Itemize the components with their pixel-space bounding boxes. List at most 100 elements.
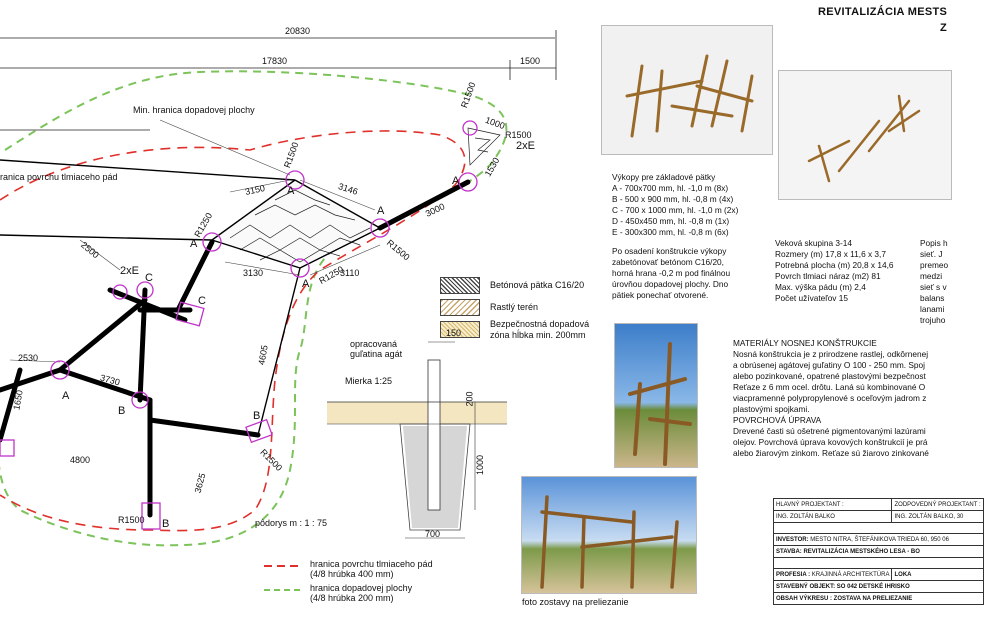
legend-swatch-concrete xyxy=(440,277,480,294)
materials-line: a obrúsenej agátovej guľatiny O 100 - 25… xyxy=(733,360,925,370)
materials-line: Reťaze z 6 mm ocel. drôtu. Laná sú kombi… xyxy=(733,382,926,392)
node-label-a2: A xyxy=(190,238,198,250)
tb-obsah: OBSAH VÝKRESU : ZOSTAVA NA PRELIEZANIE xyxy=(773,592,984,605)
section-dim-150: 150 xyxy=(446,328,462,338)
tb-main-designer: ING. ZOLTÁN BALKO xyxy=(772,510,893,523)
node-label-b2: B xyxy=(253,410,261,422)
play-photo-2 xyxy=(521,476,697,594)
surface-line: olejov. Povrchová úprava kovových konštr… xyxy=(733,437,928,447)
dim-inner: 17830 xyxy=(262,56,288,66)
dim-4800: 4800 xyxy=(70,455,91,465)
impact-area-label: Min. hranica dopadovej plochy xyxy=(133,105,255,115)
x2e-label-left: 2xE xyxy=(120,265,139,277)
tb-objekt: STAVEBNÝ OBJEKT: SO 042 DETSKÉ IHRISKO xyxy=(773,580,984,593)
legend-green-2: (4/8 hrúbka 200 mm) xyxy=(310,593,394,603)
node-label-a5: A xyxy=(452,175,460,187)
dim-right: 1500 xyxy=(520,56,541,66)
tb-resp-designer: ING. ZOLTÁN BALKO, 30 xyxy=(891,510,984,523)
materials-line: viacpramenné polypropylenové s oceľovým … xyxy=(733,393,927,403)
legend-red-2: (4/8 hrúbka 400 mm) xyxy=(310,569,394,579)
render-photo-1 xyxy=(601,25,773,155)
description-block: Popis h sieť. J premeo medzi sieť s v ba… xyxy=(920,238,948,326)
surface-line: Drevené časti sú ošetrené pigmentovanými… xyxy=(733,426,926,436)
spec-line: Rozmery (m) 17,8 x 11,6 x 3,7 xyxy=(775,249,886,259)
spec-line: Počet užívateľov 15 xyxy=(775,293,848,303)
legend-safety-2: zóna hĺbka min. 200mm xyxy=(490,330,586,340)
surface-line: alebo žiarovým zinkom. Reťaze sú žiarovo… xyxy=(733,448,929,458)
tb-spacer xyxy=(773,522,984,534)
drawing-subtitle: Z xyxy=(940,22,948,34)
desc-line: medzi xyxy=(920,271,943,281)
legend-lines xyxy=(264,565,300,591)
dim-3110: 3110 xyxy=(340,268,360,278)
dim-2530: 2530 xyxy=(18,353,39,363)
node-label-a4: A xyxy=(377,205,385,217)
tb-main-designer-label: HLAVNÝ PROJEKTANT : xyxy=(772,498,893,511)
tb-stavba: STAVBA: REVITALIZÁCIA MESTSKÉHO LESA - B… xyxy=(773,545,984,558)
excavation-line: D - 450x450 mm, hl. -0,8 m (1x) xyxy=(612,216,730,226)
drawing-title: REVITALIZÁCIA MESTS xyxy=(818,6,948,18)
node-label-c1: C xyxy=(145,272,153,284)
desc-line: lanami xyxy=(920,304,945,314)
dim-3130: 3130 xyxy=(243,268,264,278)
legend-swatch-safety xyxy=(440,321,480,338)
section-dim-200: 200 xyxy=(464,391,475,407)
node-label-a6: A xyxy=(62,390,70,402)
dim-r1500-a: R1500 xyxy=(505,130,532,140)
excavation-line: A - 700x700 mm, hl. -1,0 m (8x) xyxy=(612,183,729,193)
excavation-note: Po osadení konštrukcie výkopy xyxy=(612,246,727,256)
excavation-line: C - 700 x 1000 mm, hl. -1,0 m (2x) xyxy=(612,205,739,215)
legend-green-1: hranica dopadovej plochy xyxy=(310,583,413,593)
node-label-b3: B xyxy=(162,518,170,530)
section-label-2: guľatina agát xyxy=(350,349,403,359)
materials-block: MATERIÁLY NOSNEJ KONŠTRUKCIE Nosná konšt… xyxy=(733,338,929,459)
desc-line: sieť s v xyxy=(920,282,947,292)
render-photo-2 xyxy=(778,70,952,200)
legend-red-1: hranica povrchu tlmiaceho pád xyxy=(310,559,433,569)
footing-section xyxy=(327,341,507,539)
desc-line: sieť. J xyxy=(920,249,943,259)
dim-r1500-f: R1500 xyxy=(118,515,145,525)
section-dim-1000: 1000 xyxy=(475,454,486,476)
surface-heading: POVRCHOVÁ ÚPRAVA xyxy=(733,415,822,425)
node-label-a3: A xyxy=(302,278,310,290)
desc-line: trojuho xyxy=(920,315,946,325)
section-scale: Mierka 1:25 xyxy=(345,376,393,386)
excavation-note: zabetónovať betónom C16/20, xyxy=(612,257,724,267)
surface-label: ranica povrchu tlmiaceho pád xyxy=(0,172,118,182)
spec-line: Potrebná plocha (m) 20,8 x 14,6 xyxy=(775,260,894,270)
dim-total: 20830 xyxy=(285,26,311,36)
materials-line: plastovými spojkami. xyxy=(733,404,810,414)
play-photo-1 xyxy=(614,323,698,468)
section-dim-700: 700 xyxy=(425,529,441,539)
excavation-heading: Výkopy pre základové pätky xyxy=(612,172,716,182)
spec-line: Povrch tlmiaci náraz (m2) 81 xyxy=(775,271,881,281)
photo-caption: foto zostavy na preliezanie xyxy=(522,597,629,607)
excavation-line: B - 500 x 900 mm, hl. -0,8 m (4x) xyxy=(612,194,734,204)
tb-resp-designer-label: ZODPOVEDNÝ PROJEKTANT : xyxy=(891,498,984,511)
tb-spacer xyxy=(773,557,984,569)
node-label-b1: B xyxy=(118,405,126,417)
node-label-c2: C xyxy=(198,295,206,307)
materials-line: Nosná konštrukcia je z prirodzene rastle… xyxy=(733,349,929,359)
excavation-note: pätiek ponechať otvorené. xyxy=(612,290,709,300)
legend-soil: Rastlý terén xyxy=(490,302,539,312)
excavation-note: úrovňou dopadovej plochy. Dno xyxy=(612,279,729,289)
title-block: HLAVNÝ PROJEKTANT : ZODPOVEDNÝ PROJEKTAN… xyxy=(772,498,984,605)
desc-line: premeo xyxy=(920,260,949,270)
excavation-note: horná hrana -0,2 m pod finálnou xyxy=(612,268,731,278)
excavation-line: E - 300x300 mm, hl. -0,8 m (6x) xyxy=(612,227,729,237)
legend-concrete: Betónová pätka C16/20 xyxy=(490,280,585,290)
materials-line: alebo pozinkované, opatrené plastovými b… xyxy=(733,371,926,381)
x2e-label-right: 2xE xyxy=(516,140,535,152)
spec-line: Veková skupina 3-14 xyxy=(775,238,853,248)
tb-profesia: PROFESIA : KRAJINNÁ ARCHITEKTÚRA xyxy=(772,568,893,581)
tb-investor: INVESTOR: MESTO NITRA, ŠTEFÁNIKOVA TRIED… xyxy=(773,533,984,546)
desc-line: balans xyxy=(920,293,945,303)
materials-heading: MATERIÁLY NOSNEJ KONŠTRUKCIE xyxy=(733,338,877,348)
site-plan-drawing xyxy=(0,30,557,547)
specs-block: Veková skupina 3-14 Rozmery (m) 17,8 x 1… xyxy=(775,238,894,304)
tb-lokalita: LOKA xyxy=(891,568,984,581)
node-label-a1: A xyxy=(287,185,295,197)
excavation-block: Výkopy pre základové pätky A - 700x700 m… xyxy=(612,172,738,301)
